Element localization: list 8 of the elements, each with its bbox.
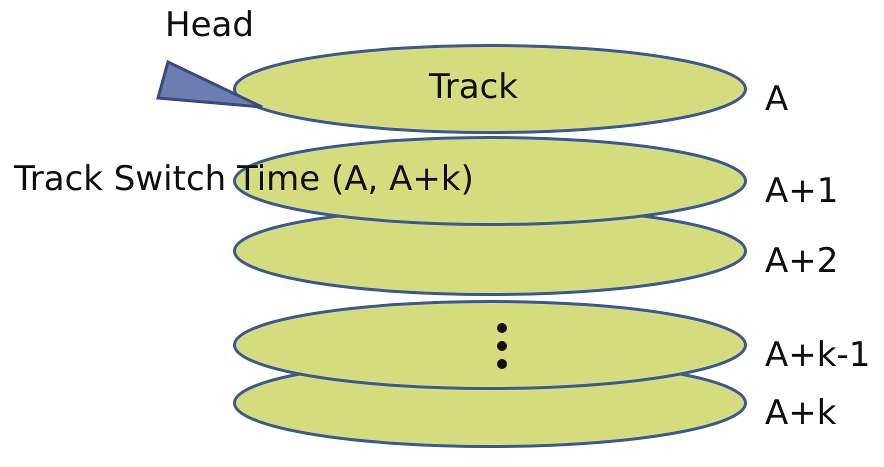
track-number: A+1 [765,174,838,208]
switch-time-label: Track Switch Time (A, A+k) [14,162,474,196]
head-label: Head [165,8,254,42]
track-number: A+2 [765,244,838,278]
track-number: A+k [765,396,836,430]
track-number: A+k-1 [765,338,870,372]
track-label: Track [429,70,518,104]
track-number: A [765,82,788,116]
